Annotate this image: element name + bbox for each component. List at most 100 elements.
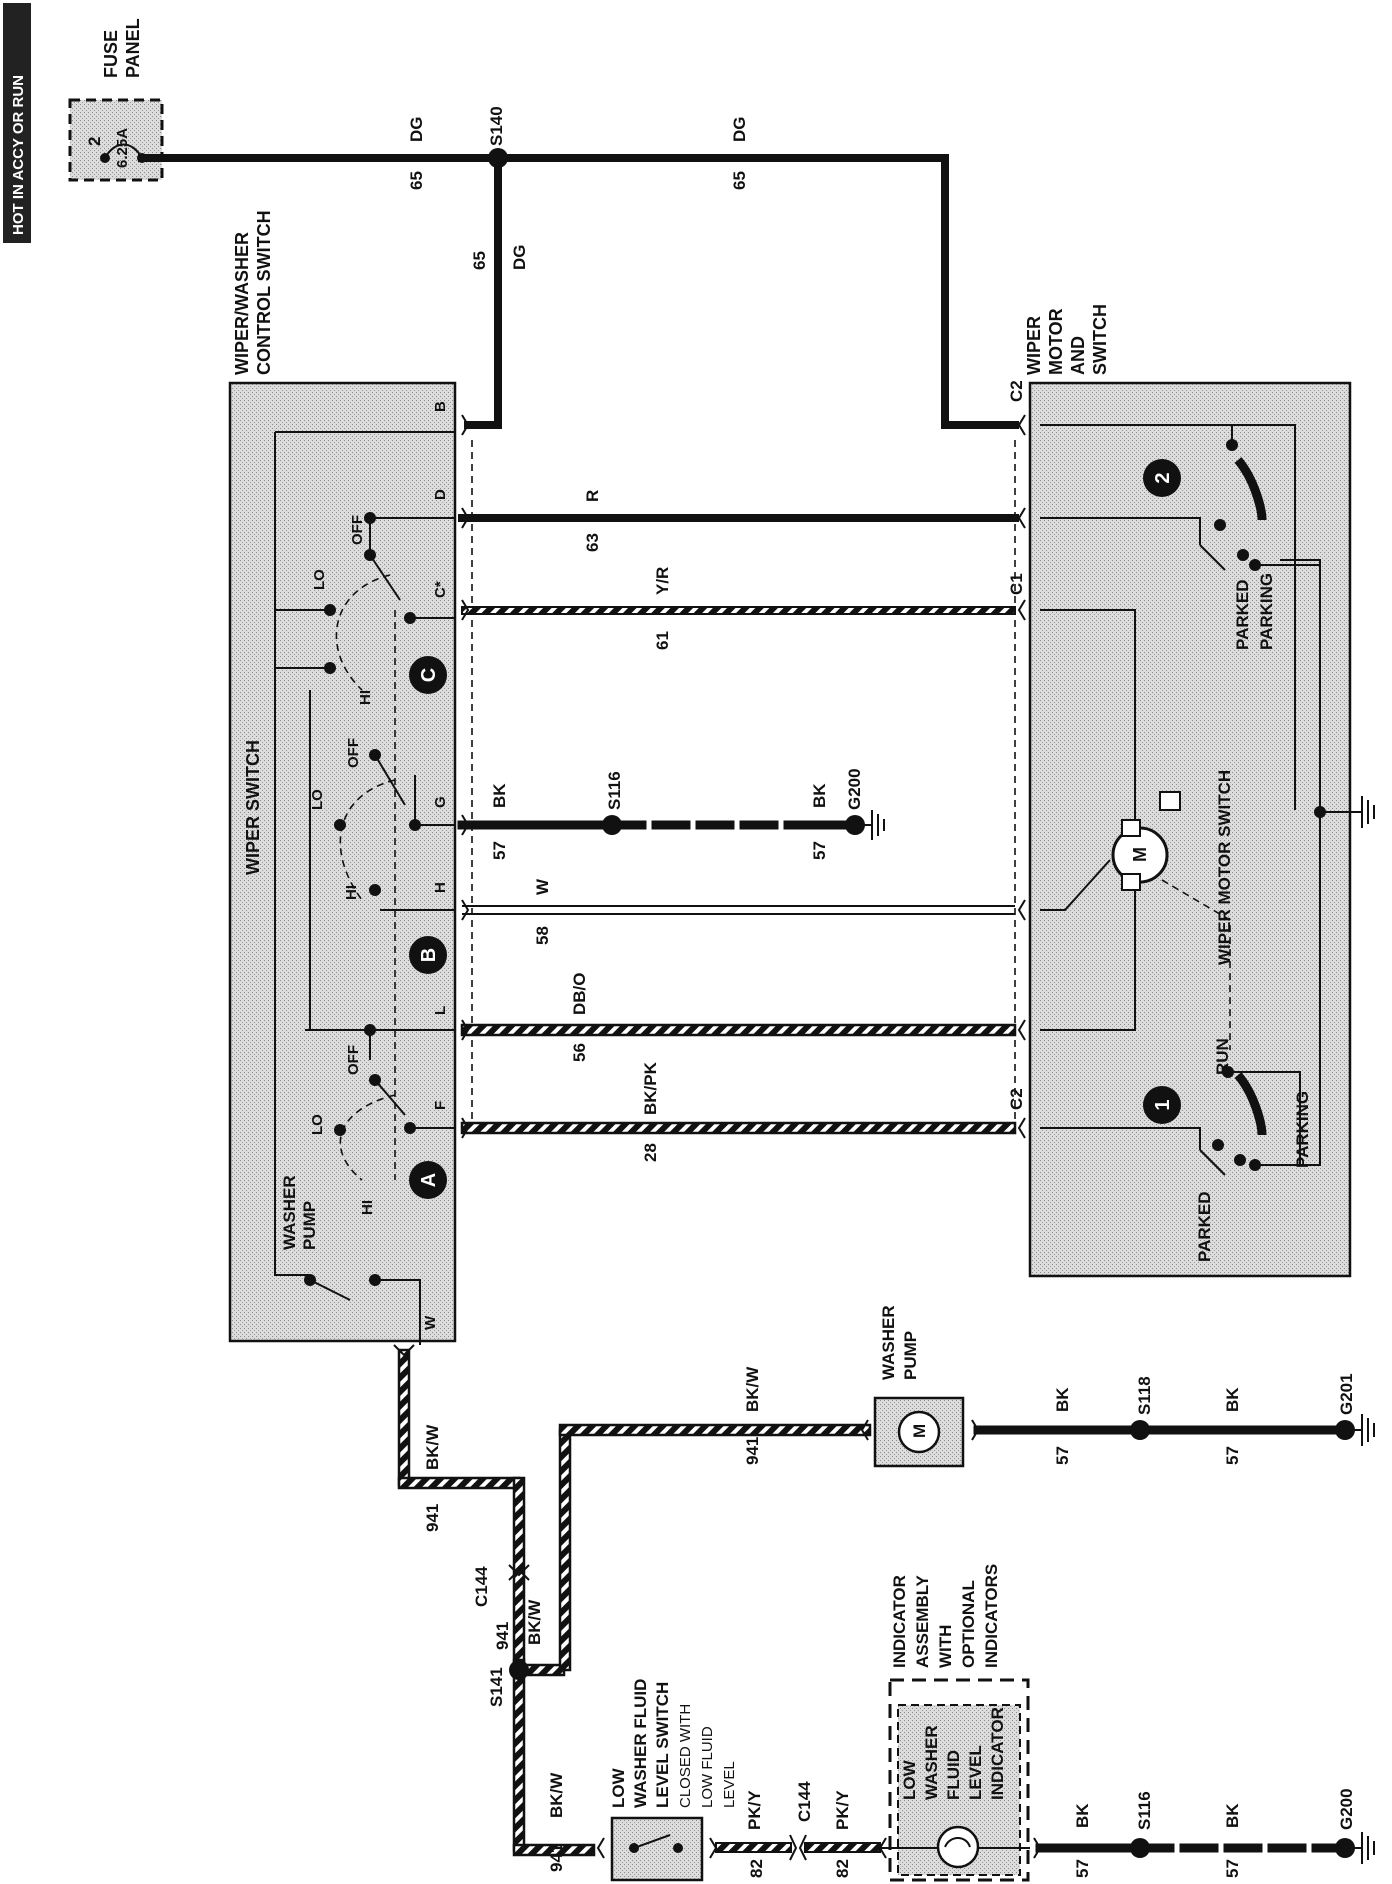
splice-s116-top-label: S116 [605, 771, 624, 810]
connector-c2-top: C2 [1007, 380, 1026, 402]
section-c-circle [409, 656, 447, 694]
splice-s116-top-dot [602, 815, 622, 835]
wire-65-right-color: DG [730, 117, 749, 143]
wiper-motor-and-switch: WIPER MOTOR AND SWITCH M WIPER MOTOR SWI… [1024, 304, 1352, 1278]
wire-57-g200b-color: BK [1223, 1803, 1242, 1828]
splice-s118-dot [1130, 1420, 1150, 1440]
section-b-circle [409, 936, 447, 974]
wire-65-down-circuit: 65 [470, 251, 489, 270]
fuse-panel-title-2: PANEL [123, 18, 143, 78]
wire-82-a-circuit: 82 [747, 1859, 766, 1878]
ground-g201-label: G201 [1337, 1373, 1356, 1415]
wire-56-color: DB/O [570, 973, 589, 1016]
indicator-assembly-line-2: ASSEMBLY [913, 1574, 932, 1668]
fuse-panel: FUSE PANEL 2 6.25A [68, 18, 164, 182]
wiper-motor-title-2: MOTOR [1046, 308, 1066, 375]
wire-63-color: R [583, 490, 602, 502]
wire-28-color: BK/PK [641, 1061, 660, 1115]
wire-57-ws-color: BK [490, 783, 509, 808]
splice-s140-dot [488, 148, 508, 168]
wire-57-ws-circuit: 57 [490, 841, 509, 860]
wire-65-down-color: DG [510, 245, 529, 271]
indicator-assembly-line-3: WITH [936, 1625, 955, 1668]
connector-c1: C1 [1007, 573, 1026, 595]
wire-57-g201-color: BK [1223, 1387, 1242, 1412]
terminal-g: G [432, 796, 449, 808]
wire-941-pump-circuit: 941 [743, 1437, 762, 1465]
motor-parked-bottom: PARKED [1195, 1191, 1214, 1262]
wire-61-color: Y/R [653, 567, 672, 595]
washer-pump-switch-label-1: WASHER [280, 1175, 299, 1250]
motor-parking-bottom: PARKING [1293, 1091, 1312, 1168]
indicator-assembly-line-1: INDICATOR [890, 1575, 909, 1668]
ground-g200-top-icon [855, 810, 885, 840]
wire-58-color: W [533, 878, 552, 895]
connector-c144-bottom-label: C144 [795, 1781, 814, 1822]
indicator-line-2: WASHER [922, 1725, 941, 1800]
washer-pump-motor-icon [897, 1410, 941, 1454]
pos-c-off: OFF [349, 515, 366, 545]
wire-65-right-circuit: 65 [730, 171, 749, 190]
wire-82-b-color: PK/Y [833, 1790, 852, 1830]
wire-61-circuit: 61 [653, 631, 672, 650]
indicator-assembly-line-4: OPTIONAL [959, 1580, 978, 1668]
wire-57-g200-color: BK [810, 783, 829, 808]
wiper-motor-m: M [1130, 847, 1150, 862]
indicator-line-5: INDICATOR [988, 1707, 1007, 1800]
wiper-motor-title-3: AND [1068, 336, 1088, 375]
motor-ground-icon [1350, 796, 1375, 828]
fluid-switch-line-5: LOW FLUID [699, 1726, 716, 1808]
indicator-assembly: INDICATOR ASSEMBLY WITH OPTIONAL INDICAT… [880, 1564, 1030, 1882]
washer-pump-title-2: PUMP [901, 1331, 920, 1380]
wiper-motor-switch-label: WIPER MOTOR SWITCH [1215, 770, 1234, 965]
terminal-b: B [432, 401, 449, 412]
washer-pump: M WASHER PUMP [873, 1305, 965, 1468]
wiper-motor-title-4: SWITCH [1090, 304, 1110, 375]
wire-57-g200b-circuit: 57 [1223, 1859, 1242, 1878]
motor-switch-link [1161, 879, 1231, 1050]
wiper-motor-title-1: WIPER [1024, 316, 1044, 375]
wire-941-to-fluid-switch [512, 1658, 526, 1852]
wire-56-circuit: 56 [570, 1043, 589, 1062]
wiper-washer-control-switch: WIPER/WASHER CONTROL SWITCH WIPER SWITCH… [228, 210, 457, 1345]
pos-b-hi: HI [343, 885, 360, 900]
wire-58-w [462, 905, 1015, 915]
section-c-label: C [418, 668, 440, 682]
ground-g200-top-label: G200 [845, 768, 864, 810]
indicator-line-4: LEVEL [966, 1745, 985, 1800]
wire-941-bottom-color: BK/W [547, 1772, 566, 1818]
splice-s141-dot [509, 1660, 529, 1680]
wire-941-sw-color: BK/W [423, 1424, 442, 1470]
splice-s141-label: S141 [487, 1667, 506, 1707]
wire-941-to-pump [558, 1428, 572, 1672]
wire-941-bottom-circuit: 941 [547, 1844, 566, 1872]
wire-28-bkpk [460, 1121, 1017, 1135]
wire-28-circuit: 28 [641, 1143, 660, 1162]
section-a-circle [409, 1161, 447, 1199]
splice-s116-bottom-label: S116 [1135, 1791, 1154, 1830]
splice-s116-bottom-dot [1130, 1838, 1150, 1858]
wire-57-ind-color: BK [1073, 1803, 1092, 1828]
motor-circle-2-label: 2 [1152, 472, 1174, 483]
motor-parking-top: PARKING [1257, 573, 1276, 650]
washer-pump-title-1: WASHER [879, 1305, 898, 1380]
wire-65-left-circuit: 65 [407, 171, 426, 190]
wire-941-c144-color: BK/W [525, 1599, 544, 1645]
wire-58-circuit: 58 [533, 926, 552, 945]
wire-65-dg-to-switch [464, 154, 502, 429]
terminal-c-star: C* [432, 581, 449, 598]
fluid-switch-line-3: LEVEL SWITCH [653, 1682, 672, 1808]
wire-57-pump-circuit: 57 [1053, 1446, 1072, 1465]
splice-s118-label: S118 [1135, 1376, 1154, 1415]
control-switch-title-1: WIPER/WASHER [232, 232, 252, 375]
svg-text:HOT IN ACCY OR RUN: HOT IN ACCY OR RUN [10, 75, 27, 235]
pos-b-off: OFF [345, 738, 362, 768]
pos-a-lo: LO [309, 1114, 326, 1135]
washer-pump-switch-label-2: PUMP [300, 1201, 319, 1250]
wire-941-sw-circuit: 941 [423, 1504, 442, 1532]
connector-c144-top-label: C144 [472, 1566, 491, 1607]
indicator-lamp-icon [936, 1825, 980, 1869]
fluid-switch-line-2: WASHER FLUID [631, 1679, 650, 1808]
terminal-w: W [422, 1315, 439, 1330]
